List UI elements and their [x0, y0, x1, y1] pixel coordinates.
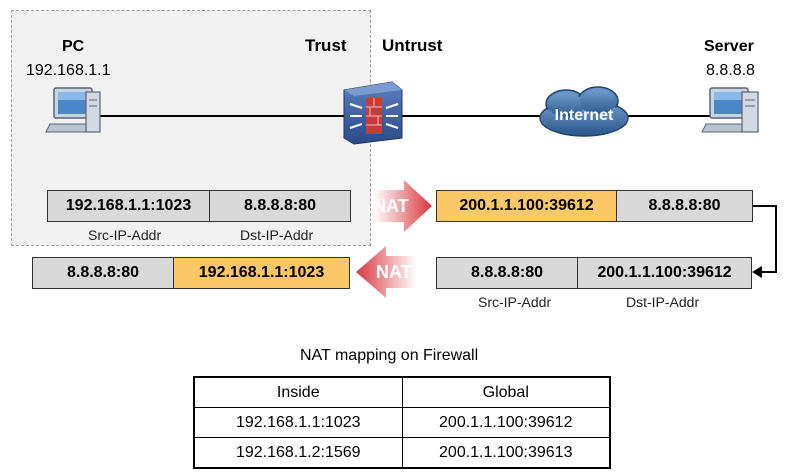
- pc-icon: [45, 87, 101, 133]
- packet1-src: 192.168.1.1:1023: [47, 190, 210, 222]
- header-global: Global: [401, 376, 611, 408]
- packet3-src: 8.8.8.8:80: [436, 257, 578, 289]
- packet4-src: 8.8.8.8:80: [32, 257, 174, 289]
- cell-inside: 192.168.1.2:1569: [193, 437, 403, 469]
- packet3-src-caption: Src-IP-Addr: [478, 294, 552, 310]
- packet3-dst-caption: Dst-IP-Addr: [626, 294, 700, 310]
- return-path-arrow: [752, 205, 777, 273]
- server-icon: [701, 87, 759, 133]
- mapping-title: NAT mapping on Firewall: [300, 347, 479, 364]
- nat-arrow-right-icon: [374, 180, 432, 232]
- cell-global: 200.1.1.100:39612: [401, 407, 611, 438]
- server-ip: 8.8.8.8: [706, 62, 755, 79]
- firewall-icon: [343, 81, 403, 145]
- table-row: 192.168.1.2:1569 200.1.1.100:39613: [193, 437, 611, 469]
- internet-cloud-icon: [539, 86, 629, 137]
- nat-arrow-left-icon: [356, 246, 416, 298]
- cell-global: 200.1.1.100:39613: [401, 437, 611, 469]
- server-name: Server: [704, 38, 754, 55]
- packet1-dst: 8.8.8.8:80: [209, 190, 351, 222]
- nat-label-bottom: NAT: [376, 262, 412, 282]
- packet1-dst-caption: Dst-IP-Addr: [240, 227, 314, 243]
- table-header-row: Inside Global: [193, 376, 611, 408]
- packet2-dst: 8.8.8.8:80: [616, 190, 753, 222]
- table-row: 192.168.1.1:1023 200.1.1.100:39612: [193, 407, 611, 438]
- untrust-label: Untrust: [382, 36, 443, 55]
- header-inside: Inside: [193, 376, 403, 408]
- internet-label: Internet: [554, 107, 614, 124]
- nat-label-top: NAT: [373, 196, 409, 216]
- packet2-src: 200.1.1.100:39612: [436, 190, 617, 222]
- packet3-dst: 200.1.1.100:39612: [577, 257, 752, 289]
- cell-inside: 192.168.1.1:1023: [193, 407, 403, 438]
- pc-ip: 192.168.1.1: [26, 62, 111, 79]
- nat-mapping-table: Inside Global 192.168.1.1:1023 200.1.1.1…: [193, 376, 611, 469]
- packet4-dst: 192.168.1.1:1023: [173, 257, 350, 289]
- packet1-src-caption: Src-IP-Addr: [88, 227, 162, 243]
- trust-label: Trust: [305, 36, 347, 55]
- pc-name: PC: [62, 38, 85, 55]
